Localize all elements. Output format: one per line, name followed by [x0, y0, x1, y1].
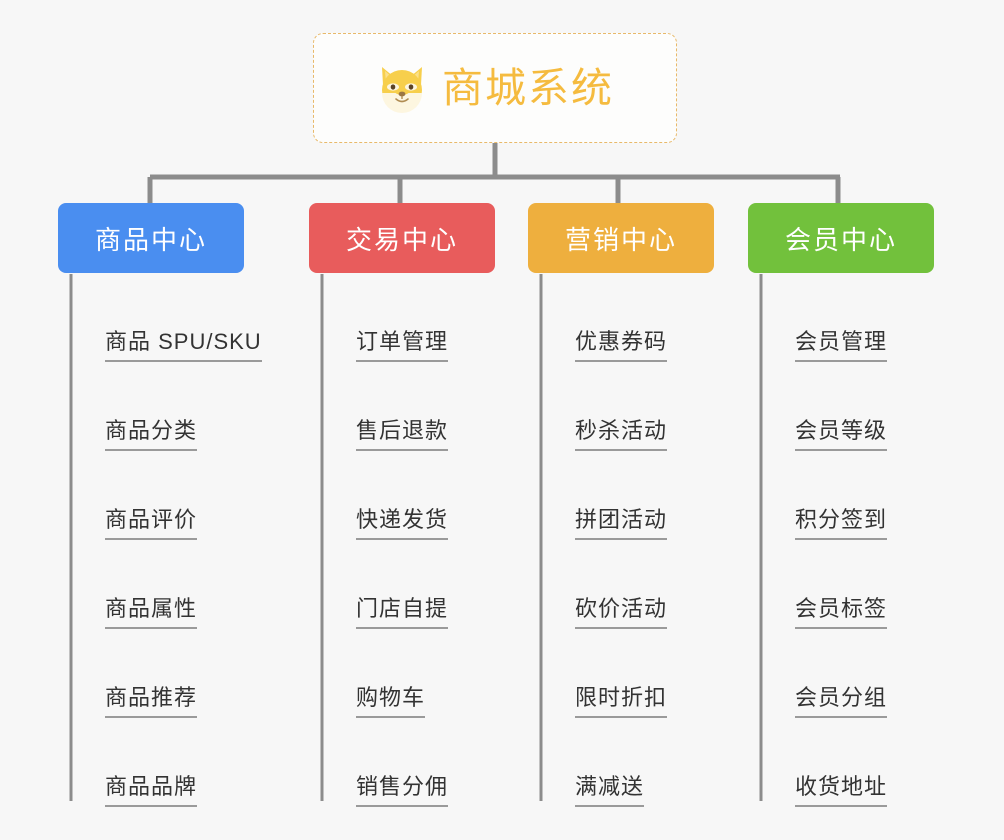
leaf-item[interactable]: 会员标签	[748, 540, 934, 629]
category-label-1: 商品中心	[94, 224, 207, 255]
leaf-list-3: 优惠券码 秒杀活动 拼团活动 砍价活动 限时折扣 满减送	[528, 273, 714, 807]
leaf-item[interactable]: 订单管理	[309, 273, 495, 362]
column-product-center: 商品中心 商品 SPU/SKU 商品分类 商品评价 商品属性 商品推荐 商品品牌	[58, 203, 262, 807]
category-label-2: 交易中心	[345, 224, 458, 255]
leaf-label: 售后退款	[356, 419, 449, 451]
leaf-label: 会员管理	[795, 330, 888, 362]
leaf-item[interactable]: 积分签到	[748, 451, 934, 540]
leaf-label: 购物车	[356, 686, 426, 718]
category-header-3[interactable]: 营销中心	[528, 203, 714, 273]
leaf-item[interactable]: 快递发货	[309, 451, 495, 540]
leaf-label: 商品 SPU/SKU	[105, 330, 262, 362]
leaf-label: 商品推荐	[105, 686, 198, 718]
leaf-item[interactable]: 收货地址	[748, 718, 934, 807]
leaf-label: 积分签到	[795, 508, 888, 540]
column-trade-center: 交易中心 订单管理 售后退款 快递发货 门店自提 购物车 销售分佣	[309, 203, 495, 807]
page-title: 商城系统	[442, 64, 614, 111]
leaf-item[interactable]: 购物车	[309, 629, 495, 718]
leaf-list-1: 商品 SPU/SKU 商品分类 商品评价 商品属性 商品推荐 商品品牌	[58, 273, 262, 807]
leaf-label: 收货地址	[795, 775, 888, 807]
leaf-label: 砍价活动	[575, 597, 668, 629]
leaf-label: 商品分类	[105, 419, 198, 451]
leaf-label: 快递发货	[356, 508, 449, 540]
leaf-item[interactable]: 会员分组	[748, 629, 934, 718]
leaf-item[interactable]: 满减送	[528, 718, 714, 807]
leaf-item[interactable]: 门店自提	[309, 540, 495, 629]
category-header-1[interactable]: 商品中心	[58, 203, 244, 273]
leaf-item[interactable]: 会员管理	[748, 273, 934, 362]
root-node[interactable]: 商城系统	[313, 33, 677, 143]
category-header-2[interactable]: 交易中心	[309, 203, 495, 273]
leaf-item[interactable]: 商品品牌	[58, 718, 262, 807]
column-marketing-center: 营销中心 优惠券码 秒杀活动 拼团活动 砍价活动 限时折扣 满减送	[528, 203, 714, 807]
leaf-item[interactable]: 商品 SPU/SKU	[58, 273, 262, 362]
leaf-label: 门店自提	[356, 597, 449, 629]
leaf-item[interactable]: 砍价活动	[528, 540, 714, 629]
leaf-label: 优惠券码	[575, 330, 668, 362]
leaf-item[interactable]: 限时折扣	[528, 629, 714, 718]
leaf-item[interactable]: 商品评价	[58, 451, 262, 540]
leaf-item[interactable]: 售后退款	[309, 362, 495, 451]
leaf-label: 会员分组	[795, 686, 888, 718]
category-label-4: 会员中心	[784, 224, 897, 255]
leaf-item[interactable]: 商品推荐	[58, 629, 262, 718]
leaf-label: 商品品牌	[105, 775, 198, 807]
leaf-label: 订单管理	[356, 330, 449, 362]
leaf-label: 秒杀活动	[575, 419, 668, 451]
leaf-label: 限时折扣	[575, 686, 668, 718]
leaf-label: 商品评价	[105, 508, 198, 540]
leaf-label: 会员标签	[795, 597, 888, 629]
leaf-label: 商品属性	[105, 597, 198, 629]
category-header-4[interactable]: 会员中心	[748, 203, 934, 273]
leaf-label: 会员等级	[795, 419, 888, 451]
leaf-label: 销售分佣	[356, 775, 449, 807]
leaf-item[interactable]: 拼团活动	[528, 451, 714, 540]
leaf-item[interactable]: 商品属性	[58, 540, 262, 629]
column-member-center: 会员中心 会员管理 会员等级 积分签到 会员标签 会员分组 收货地址	[748, 203, 934, 807]
shiba-dog-face-icon	[376, 63, 428, 113]
leaf-item[interactable]: 销售分佣	[309, 718, 495, 807]
leaf-item[interactable]: 优惠券码	[528, 273, 714, 362]
leaf-item[interactable]: 会员等级	[748, 362, 934, 451]
leaf-item[interactable]: 秒杀活动	[528, 362, 714, 451]
leaf-item[interactable]: 商品分类	[58, 362, 262, 451]
leaf-list-2: 订单管理 售后退款 快递发货 门店自提 购物车 销售分佣	[309, 273, 495, 807]
leaf-label: 满减送	[575, 775, 645, 807]
leaf-list-4: 会员管理 会员等级 积分签到 会员标签 会员分组 收货地址	[748, 273, 934, 807]
category-label-3: 营销中心	[564, 224, 677, 255]
leaf-label: 拼团活动	[575, 508, 668, 540]
